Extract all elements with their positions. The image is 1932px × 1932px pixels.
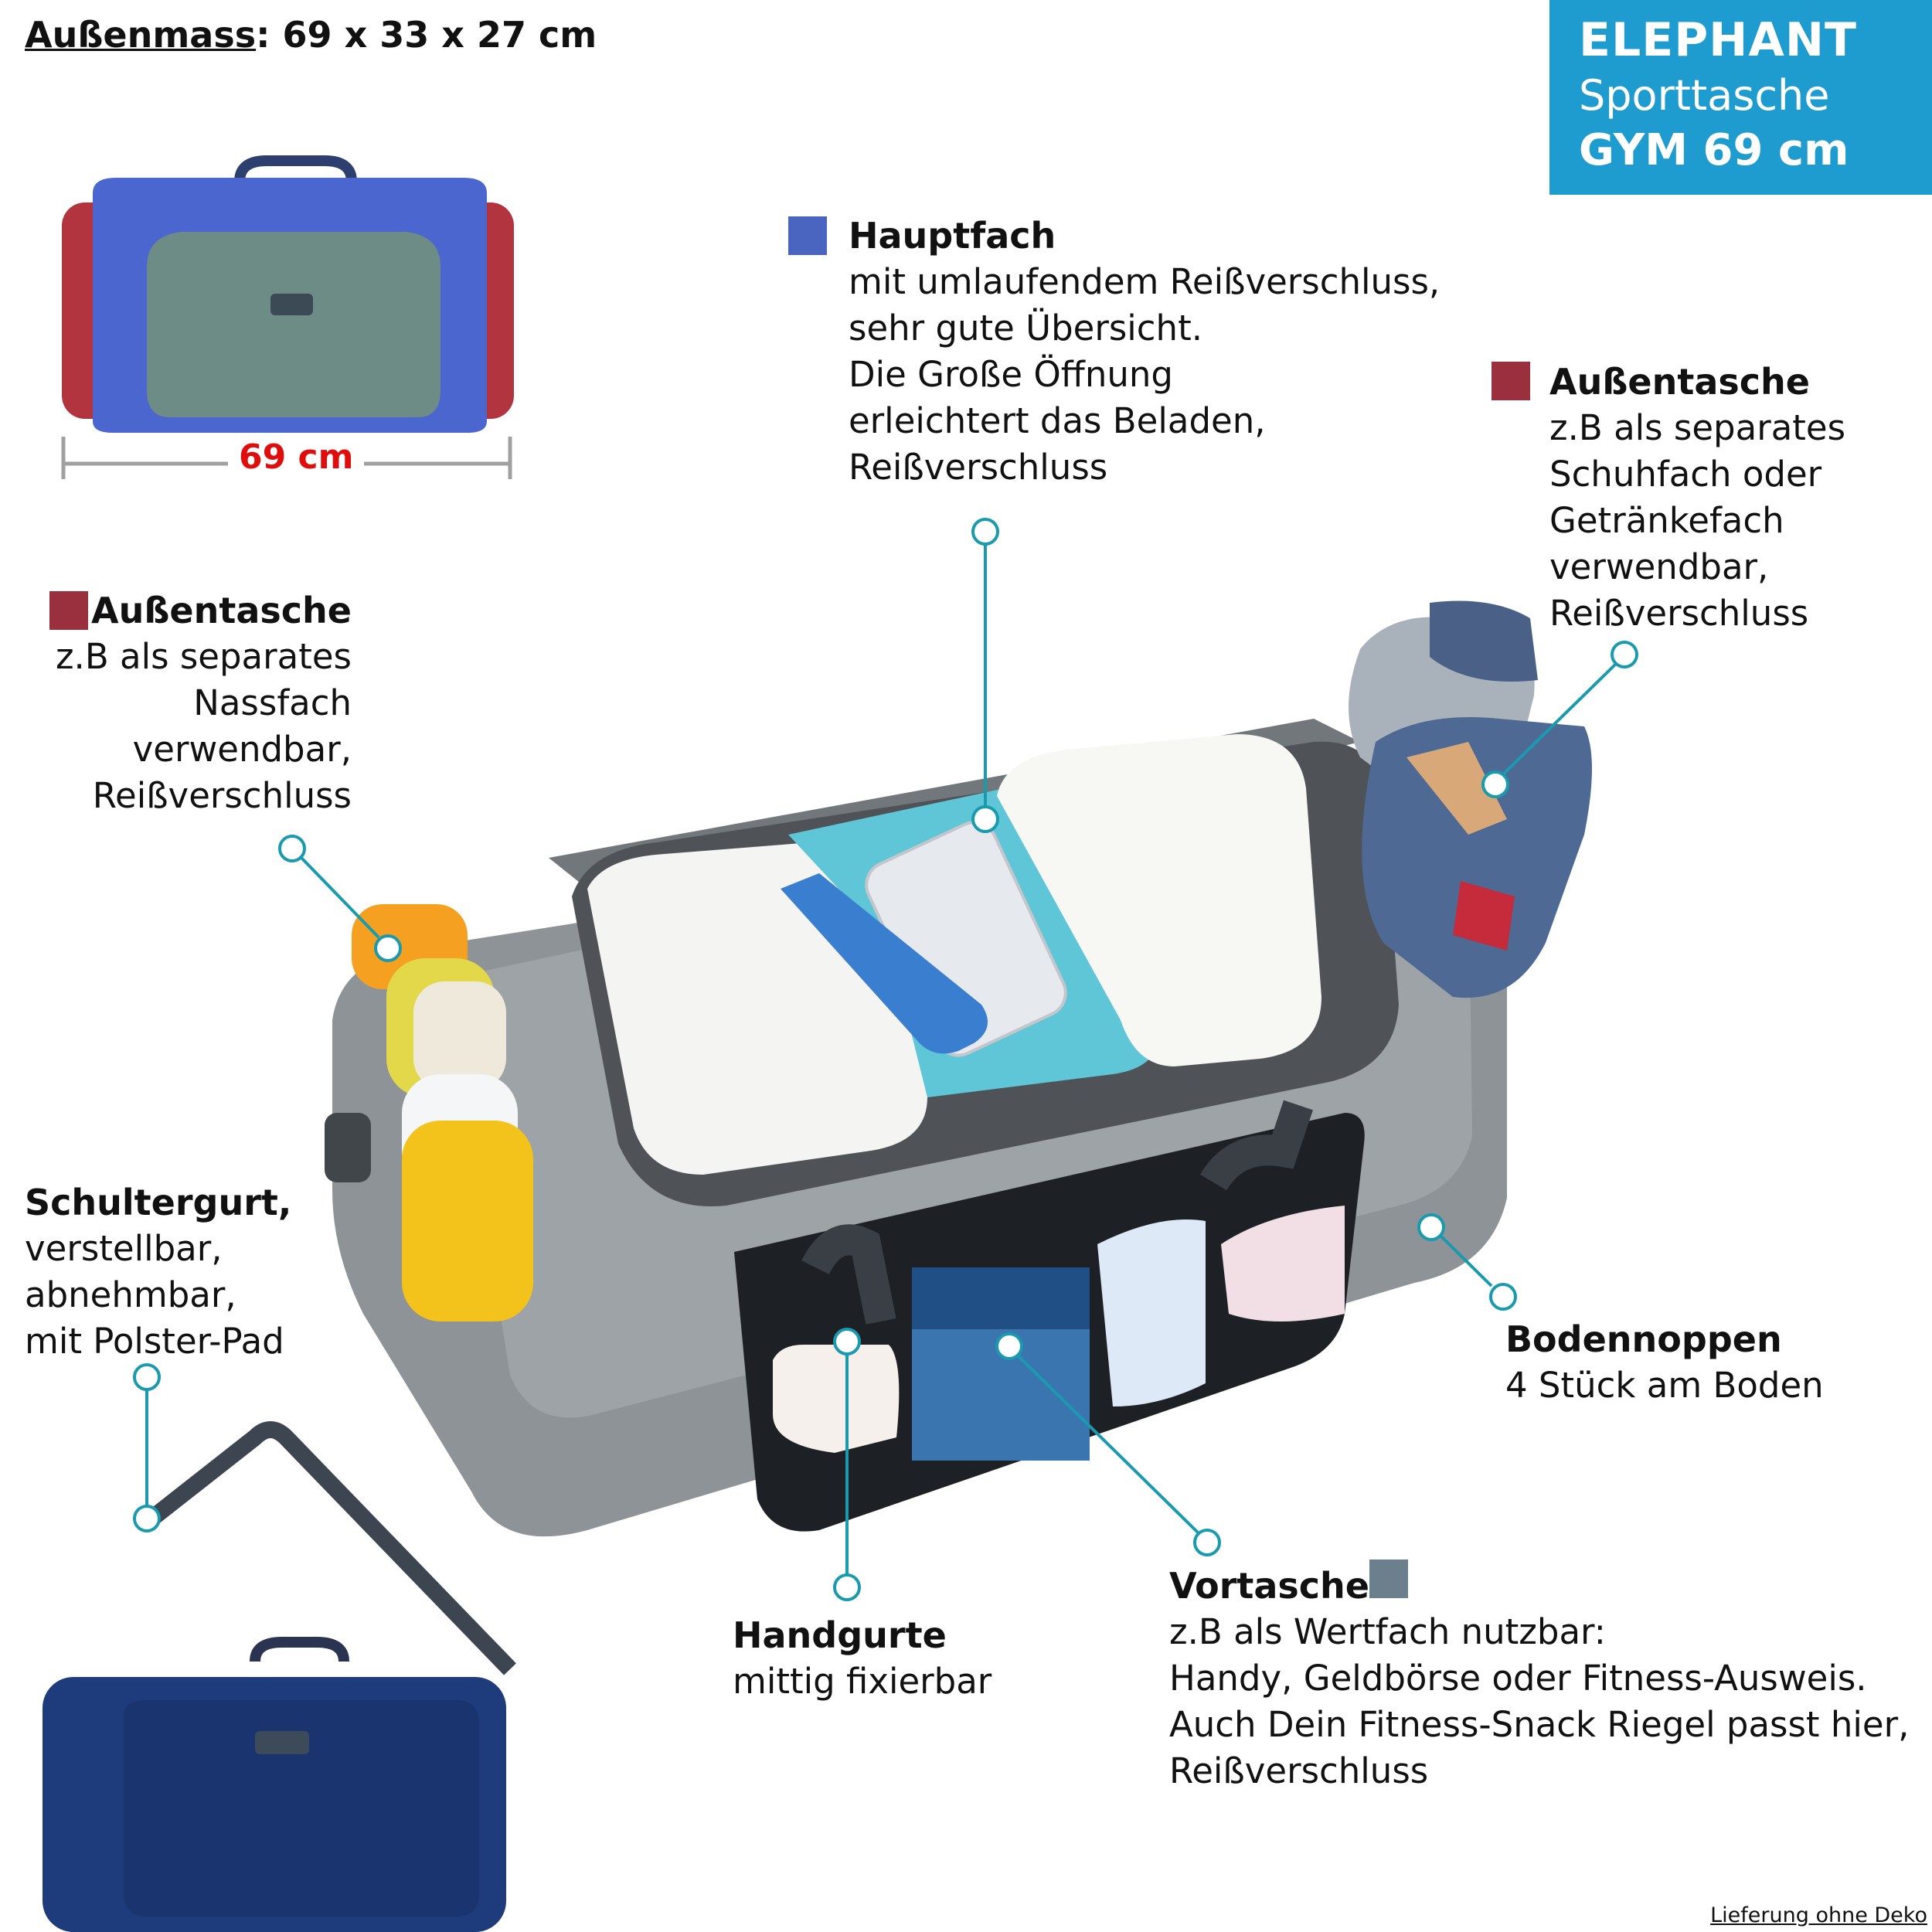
feature-line: verstellbar, bbox=[25, 1228, 223, 1269]
feature-line: sehr gute Übersicht. bbox=[849, 308, 1203, 349]
feature-aussentasche-left: Außentasche z.B als separates Nassfach v… bbox=[31, 587, 352, 819]
feature-title: Außentasche bbox=[1549, 361, 1811, 403]
feature-schultergurt: Schultergurt, verstellbar, abnehmbar, mi… bbox=[25, 1179, 291, 1365]
vortasche-color-swatch bbox=[1369, 1560, 1408, 1598]
feature-line: abnehmbar, bbox=[25, 1274, 236, 1315]
dimensions-label: Außenmass bbox=[25, 14, 257, 56]
brand-badge: ELEPHANT Sporttasche GYM 69 cm bbox=[1549, 0, 1932, 195]
dimensions-heading: Außenmass: 69 x 33 x 27 cm bbox=[25, 14, 597, 56]
feature-aussentasche-right: Außentasche z.B als separates Schuhfach … bbox=[1549, 359, 1845, 637]
delivery-note: Lieferung ohne Deko bbox=[1710, 1903, 1927, 1927]
feature-line: Schuhfach oder bbox=[1549, 454, 1822, 495]
aussentasche-right-color-swatch bbox=[1492, 362, 1530, 400]
feature-line: Reißverschluss bbox=[92, 775, 352, 816]
feature-handgurte: Handgurte mittig fixierbar bbox=[733, 1612, 992, 1705]
feature-line: z.B als Wertfach nutzbar: bbox=[1169, 1611, 1606, 1652]
feature-title: Außentasche bbox=[90, 590, 352, 631]
badge-brand: ELEPHANT bbox=[1579, 13, 1857, 67]
feature-line: z.B als separates bbox=[1549, 407, 1846, 448]
feature-vortasche: Vortasche z.B als Wertfach nutzbar: Hand… bbox=[1169, 1563, 1909, 1794]
small-bag-colored-image bbox=[62, 155, 514, 433]
feature-line: Reißverschluss bbox=[1549, 593, 1809, 634]
feature-line: Reißverschluss bbox=[1169, 1750, 1429, 1791]
feature-title: Schultergurt, bbox=[25, 1182, 292, 1223]
callout-lines bbox=[133, 518, 1638, 1601]
small-bag-navy-image bbox=[43, 1421, 516, 1932]
feature-title: Handgurte bbox=[733, 1614, 947, 1656]
hauptfach-color-swatch bbox=[788, 216, 827, 255]
feature-line: mit Polster-Pad bbox=[25, 1321, 284, 1362]
feature-line: mittig fixierbar bbox=[733, 1661, 992, 1702]
feature-line: Getränkefach bbox=[1549, 500, 1784, 541]
feature-line: Nassfach bbox=[193, 682, 352, 723]
badge-product: Sporttasche bbox=[1579, 71, 1830, 121]
feature-line: 4 Stück am Boden bbox=[1505, 1365, 1824, 1406]
aussentasche-left-color-swatch bbox=[49, 591, 88, 630]
feature-bodennoppen: Bodennoppen 4 Stück am Boden bbox=[1505, 1316, 1824, 1409]
feature-line: Die Große Öffnung bbox=[849, 354, 1173, 395]
feature-hauptfach: Hauptfach mit umlaufendem Reißverschluss… bbox=[849, 213, 1440, 491]
feature-line: z.B als separates bbox=[55, 636, 352, 677]
feature-line: Auch Dein Fitness-Snack Riegel passt hie… bbox=[1169, 1704, 1910, 1745]
feature-title: Vortasche bbox=[1169, 1565, 1369, 1607]
feature-line: Reißverschluss bbox=[849, 447, 1108, 488]
feature-line: erleichtert das Beladen, bbox=[849, 400, 1266, 441]
feature-line: Handy, Geldbörse oder Fitness-Ausweis. bbox=[1169, 1658, 1867, 1699]
width-label: 69 cm bbox=[228, 437, 365, 477]
badge-model: GYM 69 cm bbox=[1579, 124, 1849, 175]
feature-line: verwendbar, bbox=[132, 729, 352, 770]
feature-title: Hauptfach bbox=[849, 215, 1056, 257]
feature-line: mit umlaufendem Reißverschluss, bbox=[849, 261, 1440, 302]
main-bag-image bbox=[325, 600, 1592, 1537]
feature-title: Bodennoppen bbox=[1505, 1318, 1782, 1360]
feature-line: verwendbar, bbox=[1549, 546, 1769, 587]
dimensions-value: : 69 x 33 x 27 cm bbox=[256, 14, 597, 56]
